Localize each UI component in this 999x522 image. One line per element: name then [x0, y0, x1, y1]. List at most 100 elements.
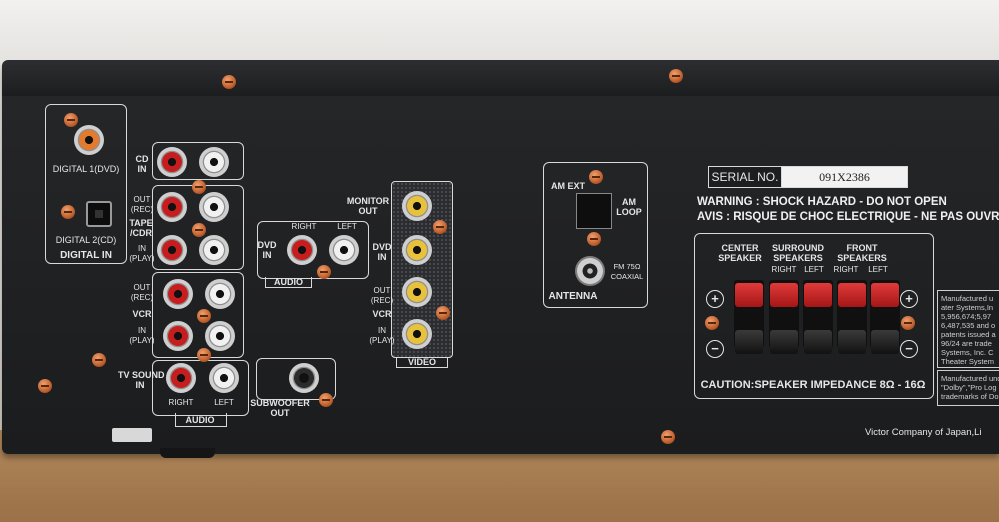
dolby-license-sticker-bottom: Manufactured und "Dolby","Pro Log tradem… [937, 370, 999, 406]
vcr-in-left-jack[interactable] [205, 321, 235, 351]
video-dvd-in-jack[interactable] [402, 235, 432, 265]
speaker-caution: CAUTION:SPEAKER IMPEDANCE 8Ω - 16Ω [700, 379, 926, 391]
screw [61, 205, 75, 219]
tape-out-label: OUT (REC) [130, 195, 154, 214]
subwoofer-box [256, 358, 336, 400]
screw [661, 430, 675, 444]
digital-1-label: DIGITAL 1(DVD) [52, 164, 120, 174]
screw [436, 306, 450, 320]
front-right-label: RIGHT [833, 265, 859, 274]
subwoofer-label: SUBWOOFER OUT [250, 398, 310, 418]
speaker-section [694, 233, 934, 399]
red-terminal[interactable] [838, 283, 866, 307]
surround-speakers-label: SURROUND SPEAKERS [771, 243, 824, 263]
dvd-audio-left-jack[interactable] [329, 235, 359, 265]
black-terminal[interactable] [804, 330, 832, 354]
tape-out-left-jack[interactable] [199, 192, 229, 222]
screw [669, 69, 683, 83]
am-ext-label: AM EXT [550, 181, 585, 191]
digital-1-jack[interactable] [74, 125, 104, 155]
vcr-in-label: IN (PLAY) [129, 326, 155, 345]
warning-fr: AVIS : RISQUE DE CHOC ELECTRIQUE - NE PA… [697, 211, 999, 223]
red-terminal[interactable] [871, 283, 899, 307]
front-left-label: LEFT [868, 265, 888, 274]
cd-in-label: CD IN [135, 154, 149, 174]
video-vcr-out-label: OUT (REC) [370, 286, 394, 305]
cd-in-box [152, 142, 244, 180]
plus-symbol: + [900, 290, 918, 308]
tv-sound-right-jack[interactable] [166, 363, 196, 393]
vcr-out-right-jack[interactable] [163, 279, 193, 309]
digital-in-title: DIGITAL IN [60, 250, 112, 261]
subwoofer-out-jack[interactable] [289, 363, 319, 393]
surround-left-label: LEFT [804, 265, 824, 274]
screw [901, 316, 915, 330]
minus-symbol: − [706, 340, 724, 358]
screw [222, 75, 236, 89]
screw [589, 170, 603, 184]
manufacturer-label: Victor Company of Japan,Li [865, 427, 982, 438]
black-terminal[interactable] [770, 330, 798, 354]
video-vcr-label: VCR [372, 309, 392, 319]
video-vcr-in-jack[interactable] [402, 319, 432, 349]
audio-title: AUDIO [185, 415, 215, 425]
black-terminal[interactable] [871, 330, 899, 354]
center-speaker-label: CENTER SPEAKER [718, 243, 762, 263]
bracket [112, 428, 152, 442]
right-label: RIGHT [168, 398, 194, 407]
screw [192, 180, 206, 194]
tape-in-left-jack[interactable] [199, 235, 229, 265]
tape-in-label: IN (PLAY) [129, 244, 155, 263]
front-speakers-label: FRONT SPEAKERS [837, 243, 887, 263]
audio-title-box [175, 413, 227, 427]
screw [64, 113, 78, 127]
tape-out-right-jack[interactable] [157, 192, 187, 222]
vcr-out-label: OUT (REC) [130, 283, 154, 302]
digital-2-optical-jack[interactable] [86, 201, 112, 227]
fm-coaxial-jack[interactable] [575, 256, 605, 286]
video-vcr-out-jack[interactable] [402, 277, 432, 307]
tape-label: TAPE /CDR [129, 218, 153, 238]
am-antenna-terminal[interactable] [576, 193, 612, 229]
video-dvd-in-label: DVD IN [372, 242, 392, 262]
receiver-foot [160, 448, 215, 458]
antenna-title: ANTENNA [548, 291, 598, 302]
screw [192, 223, 206, 237]
tape-in-right-jack[interactable] [157, 235, 187, 265]
background-wall [0, 0, 999, 70]
dvd-audio-right-jack[interactable] [287, 235, 317, 265]
screw [433, 220, 447, 234]
am-loop-label: AM LOOP [616, 197, 642, 217]
tv-sound-left-jack[interactable] [209, 363, 239, 393]
red-terminal[interactable] [770, 283, 798, 307]
black-terminal[interactable] [735, 330, 763, 354]
screw [705, 316, 719, 330]
vcr-in-right-jack[interactable] [163, 321, 193, 351]
monitor-out-label: MONITOR OUT [346, 196, 390, 216]
digital-2-label: DIGITAL 2(CD) [55, 235, 117, 245]
antenna-section [543, 162, 648, 308]
red-terminal[interactable] [804, 283, 832, 307]
fm-label: FM 75Ω COAXIAL [610, 262, 644, 281]
red-terminal[interactable] [735, 283, 763, 307]
video-vcr-in-label: IN (PLAY) [369, 326, 395, 345]
receiver-top-lid [2, 60, 999, 96]
vcr-audio-label: VCR [132, 309, 152, 319]
cd-left-jack[interactable] [199, 147, 229, 177]
vcr-out-left-jack[interactable] [205, 279, 235, 309]
serial-number: 091X2386 [781, 166, 908, 188]
black-terminal[interactable] [838, 330, 866, 354]
screw [317, 265, 331, 279]
dvd-audio-box [257, 221, 369, 279]
dvd-right-label: RIGHT [291, 222, 317, 231]
screw [197, 309, 211, 323]
dvd-in-label: DVD IN [257, 240, 277, 260]
monitor-out-jack[interactable] [402, 191, 432, 221]
screw [38, 379, 52, 393]
screw [319, 393, 333, 407]
screw [197, 348, 211, 362]
plus-symbol: + [706, 290, 724, 308]
warning-en: WARNING : SHOCK HAZARD - DO NOT OPEN [697, 196, 947, 208]
cd-right-jack[interactable] [157, 147, 187, 177]
serial-label: SERIAL NO. [708, 166, 782, 188]
